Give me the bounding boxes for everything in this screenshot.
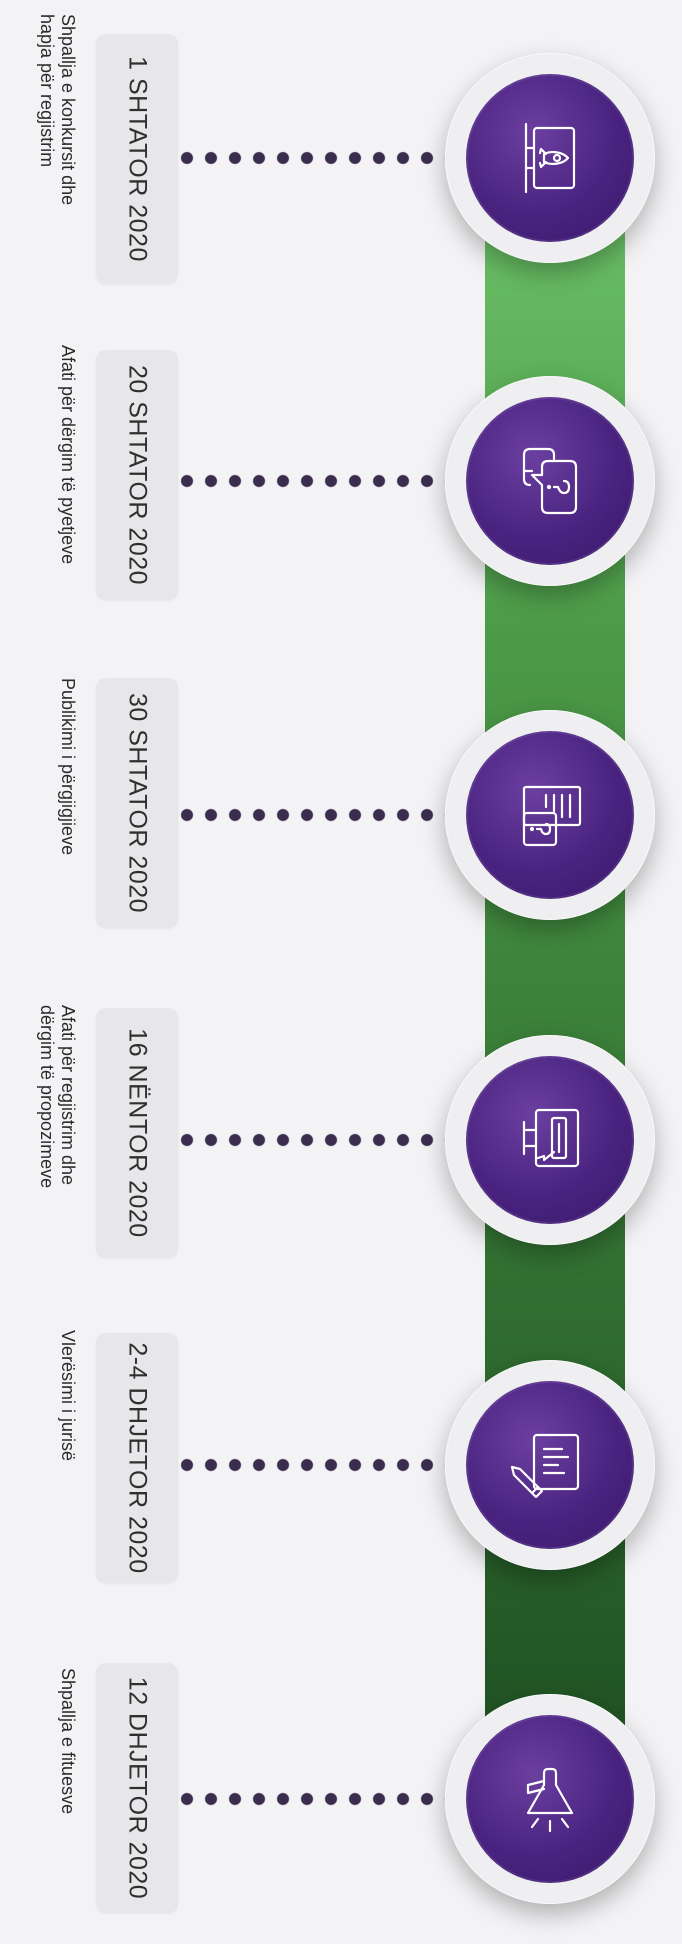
rocket-monitor-icon — [524, 122, 576, 194]
milestone-node — [445, 53, 655, 263]
description-line: Shpallja e fituesve — [58, 1668, 78, 1815]
dotted-connector — [175, 1133, 460, 1147]
milestone-date: 20 SHTATOR 2020 — [123, 364, 152, 586]
description-line: Vlerësimi i jurisë — [58, 1330, 78, 1462]
milestone-node — [445, 1035, 655, 1245]
date-card: 16 NËNTOR 2020 — [96, 1008, 178, 1258]
description-line: hapja për regjistrim — [37, 14, 57, 168]
dotted-connector — [175, 1458, 460, 1472]
dotted-connector — [175, 808, 460, 822]
document-question-icon — [522, 785, 582, 847]
description-line: Shpallja e konkursit dhe — [58, 14, 78, 206]
dotted-connector — [175, 1792, 460, 1806]
dotted-connector — [175, 474, 460, 488]
megaphone-icon — [526, 1767, 574, 1833]
date-card: 30 SHTATOR 2020 — [96, 678, 178, 928]
date-card: 20 SHTATOR 2020 — [96, 350, 178, 600]
description-line: Afati për regjistrim dhe — [58, 1005, 78, 1186]
milestone-date: 16 NËNTOR 2020 — [123, 1028, 152, 1238]
date-card: 2-4 DHJETOR 2020 — [96, 1333, 178, 1583]
milestone-node — [445, 1360, 655, 1570]
milestone-date: 12 DHJETOR 2020 — [123, 1676, 152, 1900]
milestone-date: 1 SHTATOR 2020 — [123, 56, 152, 262]
chat-question-icon — [522, 447, 578, 515]
submit-computer-icon — [522, 1108, 580, 1168]
milestone-node — [445, 376, 655, 586]
milestone-date: 2-4 DHJETOR 2020 — [123, 1342, 152, 1574]
description-line: Afati për dërgim të pyetjeve — [58, 345, 78, 565]
description-line: Publikimi i përgjigjieve — [58, 678, 78, 856]
milestone-date: 30 SHTATOR 2020 — [123, 692, 152, 914]
description-line: dërgim të propozimeve — [37, 1005, 57, 1189]
date-card: 12 DHJETOR 2020 — [96, 1663, 178, 1913]
evaluation-board-icon — [510, 1433, 580, 1499]
milestone-node — [445, 710, 655, 920]
date-card: 1 SHTATOR 2020 — [96, 34, 178, 284]
dotted-connector — [175, 151, 460, 165]
milestone-node — [445, 1694, 655, 1904]
